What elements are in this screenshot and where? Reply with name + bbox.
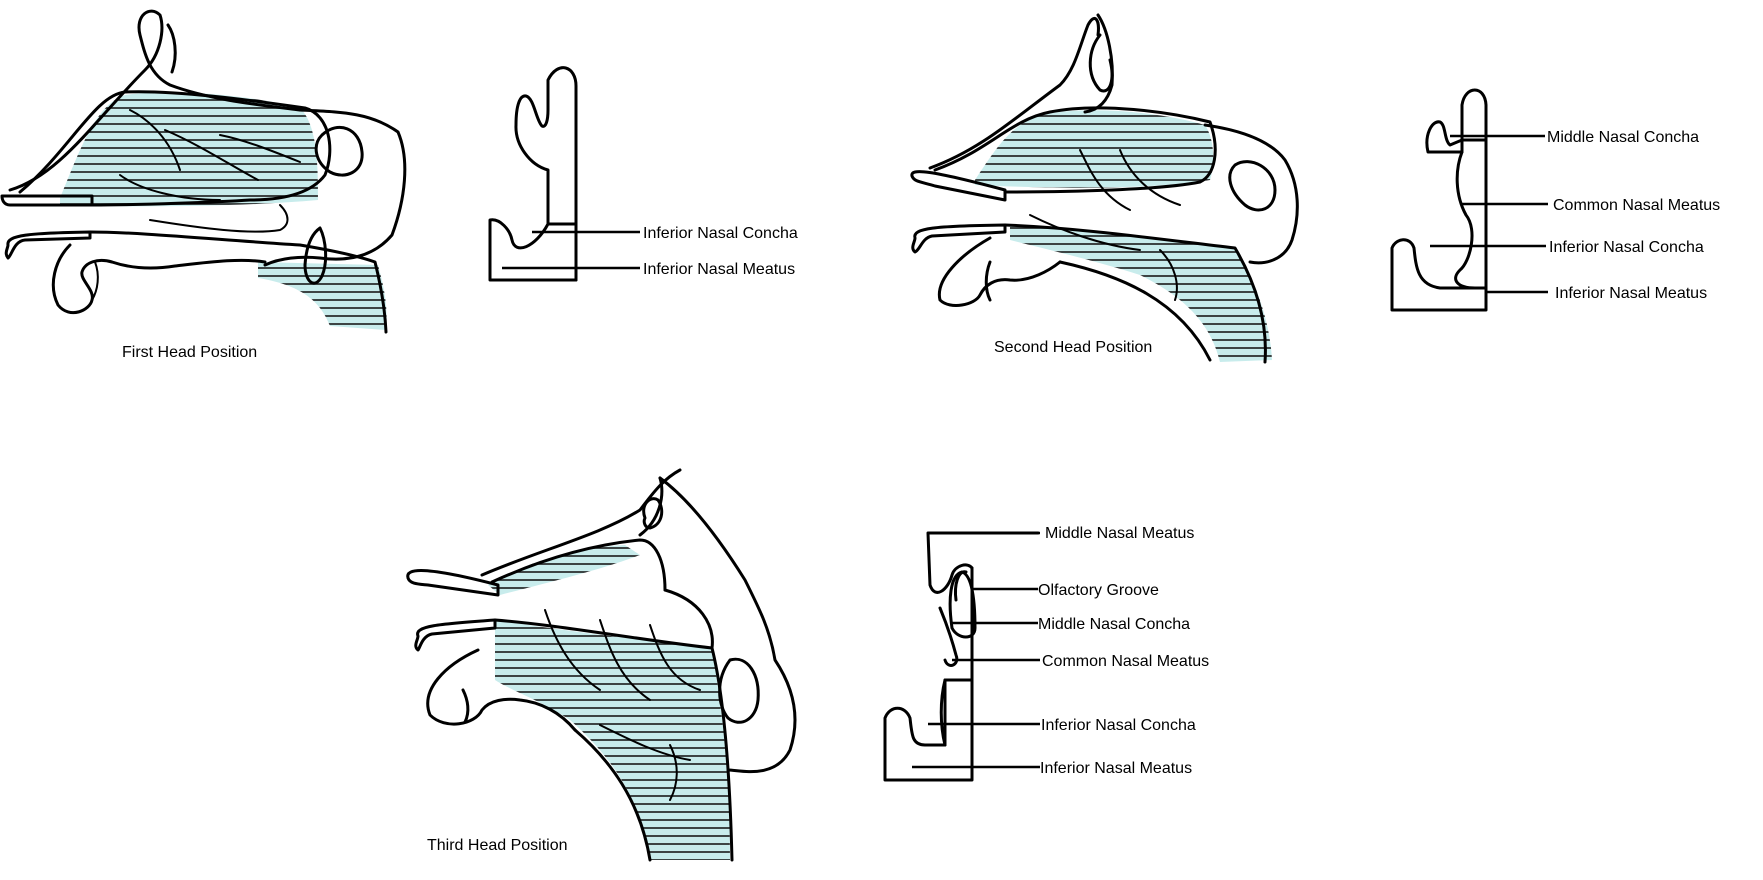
second-head-position-panel: Second Head Position Middle Nasal Concha… (910, 13, 1720, 364)
second-label-common-nasal-meatus: Common Nasal Meatus (1553, 197, 1720, 214)
third-caption: Third Head Position (427, 837, 568, 854)
third-olfactory-groove-shape (954, 570, 968, 602)
second-label-middle-nasal-concha: Middle Nasal Concha (1547, 129, 1699, 146)
third-label-inferior-nasal-meatus: Inferior Nasal Meatus (1040, 760, 1192, 777)
third-upper-shading (488, 545, 640, 595)
second-schematic (1390, 88, 1548, 312)
second-upper-shading (975, 110, 1214, 188)
second-inferior-concha-shape (1390, 238, 1488, 312)
first-head-position-panel: First Head Position Inferior Nasal Conch… (0, 9, 798, 361)
third-inferior-concha-shape (883, 678, 974, 782)
third-label-common-nasal-meatus: Common Nasal Meatus (1042, 653, 1209, 670)
second-caption: Second Head Position (994, 339, 1152, 356)
first-head-section (0, 9, 407, 334)
third-label-inferior-nasal-concha: Inferior Nasal Concha (1041, 717, 1196, 734)
third-label-middle-nasal-meatus: Middle Nasal Meatus (1045, 525, 1194, 542)
second-middle-concha-shape (1460, 88, 1488, 142)
first-label-inferior-nasal-concha: Inferior Nasal Concha (643, 225, 798, 242)
third-label-middle-nasal-concha: Middle Nasal Concha (1038, 616, 1190, 633)
second-head-section (910, 13, 1299, 364)
first-schematic (488, 66, 640, 282)
third-head-position-panel: Third Head Position Middle Nasal Meatus … (406, 468, 1209, 862)
third-middle-concha-shape (938, 606, 959, 667)
third-label-olfactory-groove: Olfactory Groove (1038, 582, 1159, 599)
first-label-inferior-nasal-meatus: Inferior Nasal Meatus (643, 261, 795, 278)
third-lower-shading (495, 620, 730, 860)
first-concha-shape (514, 66, 578, 226)
first-nasal-cavity-shading (60, 92, 318, 207)
second-label-inferior-nasal-concha: Inferior Nasal Concha (1549, 239, 1704, 256)
second-lower-shading (1010, 225, 1272, 362)
first-caption: First Head Position (122, 344, 257, 361)
first-pharynx-shading (258, 262, 387, 330)
second-label-inferior-nasal-meatus: Inferior Nasal Meatus (1555, 285, 1707, 302)
third-schematic (883, 531, 1040, 782)
third-head-section (406, 468, 797, 862)
